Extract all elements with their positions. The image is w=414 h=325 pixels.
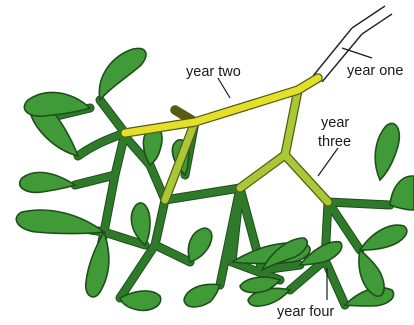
leaf: [99, 48, 146, 100]
leaf: [184, 284, 220, 307]
leaves: [16, 48, 414, 310]
leaf: [359, 250, 384, 296]
label-year-three-line2: three: [318, 134, 351, 150]
leader-year-two: [218, 78, 230, 98]
leaf: [16, 210, 104, 233]
leaf: [188, 228, 211, 262]
label-year-one: year one: [347, 63, 403, 79]
leaf: [375, 123, 399, 180]
leader-year-three: [318, 148, 338, 176]
label-year-four: year four: [277, 304, 334, 320]
leaf: [86, 232, 109, 297]
leaf: [20, 172, 75, 192]
label-year-two: year two: [186, 64, 241, 80]
leaf: [390, 176, 414, 210]
leaf: [360, 225, 407, 250]
label-year-three-line1: year: [321, 115, 349, 131]
